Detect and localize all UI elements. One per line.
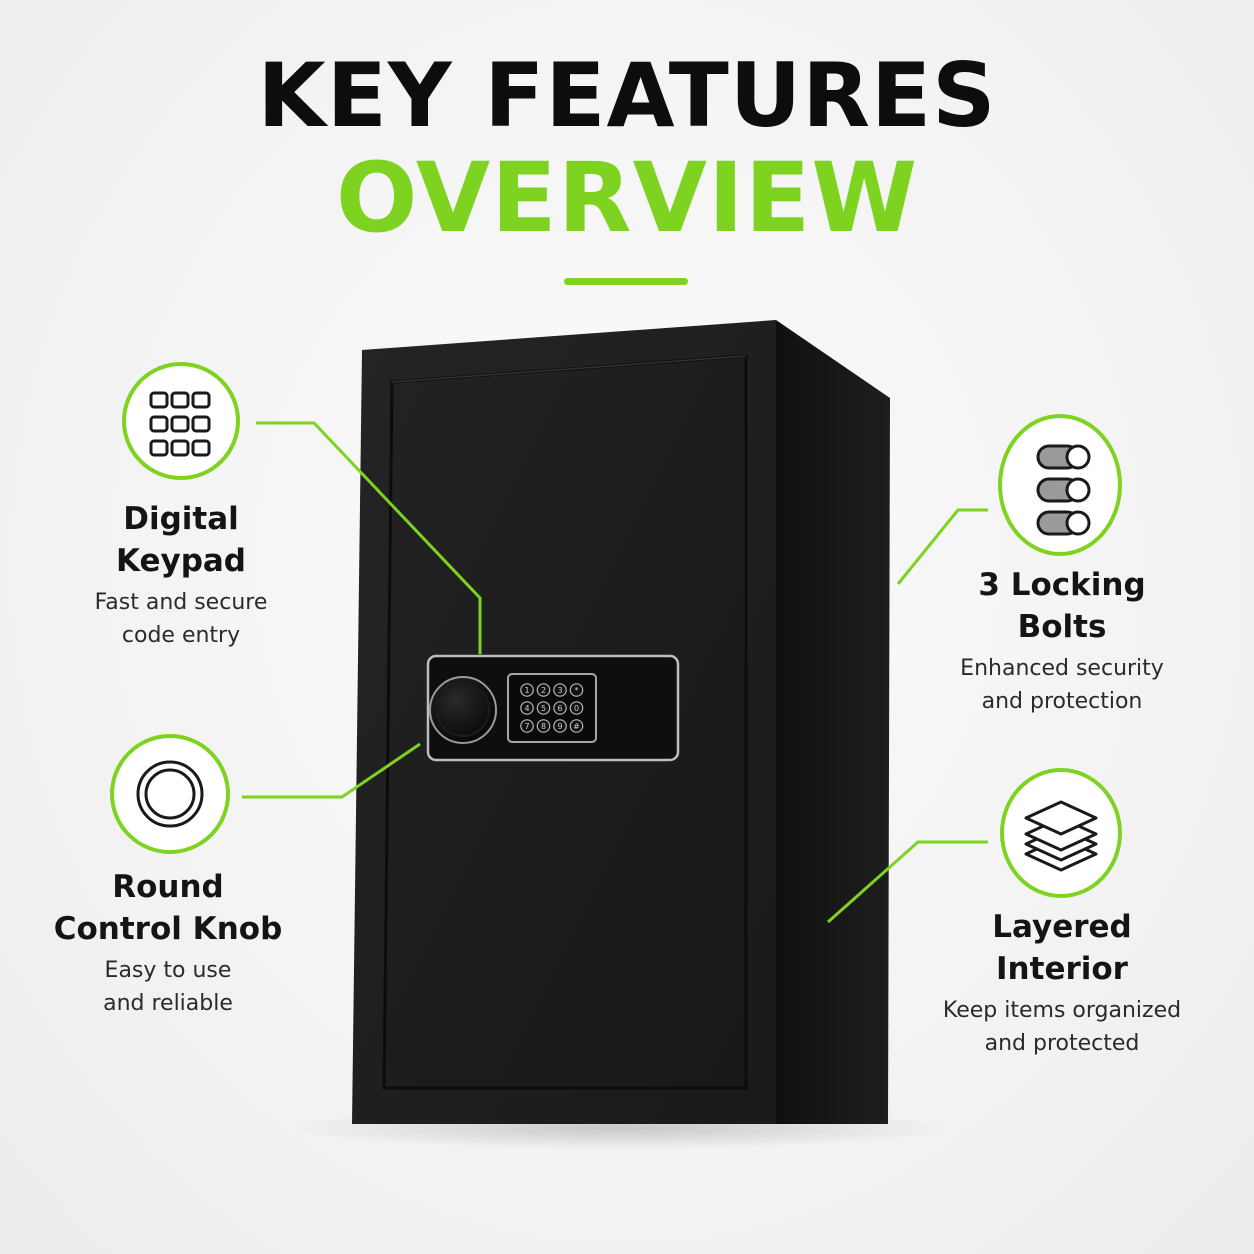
keypad-key-label: 1	[524, 686, 529, 695]
keypad-key	[536, 719, 551, 733]
title-underline	[564, 278, 688, 285]
ring-icon	[110, 734, 230, 854]
callout-lines	[242, 421, 988, 924]
callout-keypad	[256, 421, 482, 654]
callout-bolts	[896, 508, 988, 585]
keypad-key	[553, 719, 567, 733]
feature-knob-title: Round Control Knob	[53, 869, 283, 947]
bolts-icon	[998, 414, 1122, 556]
keypad-key-label: 3	[557, 686, 562, 695]
keypad-icon	[122, 362, 240, 480]
feature-keypad-description: Fast and secure code entry	[94, 590, 268, 648]
keypad-key	[520, 683, 534, 697]
keypad-key-label: 8	[541, 722, 546, 731]
keypad-key	[536, 683, 551, 697]
feature-layers: Layered Interior Keep items organized an…	[932, 906, 1192, 1060]
title-line-2: OVERVIEW	[335, 142, 919, 254]
keypad-key-label: 0	[574, 704, 579, 713]
keypad-key	[520, 701, 534, 715]
feature-keypad-title: Digital Keypad	[115, 501, 246, 579]
safe-side-panel	[776, 320, 890, 1124]
feature-keypad: Digital Keypad Fast and secure code entr…	[60, 498, 302, 652]
layers-icon	[1000, 768, 1122, 898]
lock-panel: 1 2 3 * 4 5 6 0 7 8 9 #	[426, 654, 680, 762]
callout-layers	[827, 840, 988, 924]
keypad-keys: 1 2 3 * 4 5 6 0 7 8 9 #	[520, 683, 584, 733]
keypad-key-label: 6	[557, 704, 562, 713]
feature-bolts-description: Enhanced security and protection	[960, 656, 1164, 714]
feature-knob: Round Control Knob Easy to use and relia…	[38, 866, 298, 1020]
keypad-key-label: 2	[541, 686, 546, 695]
feature-bolts: 3 Locking Bolts Enhanced security and pr…	[930, 564, 1194, 718]
keypad-key	[569, 719, 584, 733]
keypad-key	[553, 683, 567, 697]
keypad-key-label: 9	[557, 722, 562, 731]
keypad-key-label: 7	[524, 722, 529, 731]
keypad-key	[536, 701, 551, 715]
callout-knob	[242, 742, 421, 799]
keypad-key-label: #	[573, 722, 580, 731]
keypad-key	[569, 701, 584, 715]
keypad-key-label: *	[575, 686, 579, 695]
keypad-key	[520, 719, 534, 733]
keypad-key-label: 4	[524, 704, 529, 713]
keypad-key	[553, 701, 567, 715]
feature-bolts-title: 3 Locking Bolts	[978, 567, 1146, 645]
title-line-1: KEY FEATURES	[257, 44, 997, 147]
keypad-key	[569, 683, 584, 697]
keypad-key-label: 5	[541, 704, 546, 713]
feature-layers-title: Layered Interior	[992, 909, 1132, 987]
control-knob	[429, 676, 497, 744]
feature-knob-description: Easy to use and reliable	[103, 958, 233, 1016]
feature-layers-description: Keep items organized and protected	[942, 998, 1182, 1056]
